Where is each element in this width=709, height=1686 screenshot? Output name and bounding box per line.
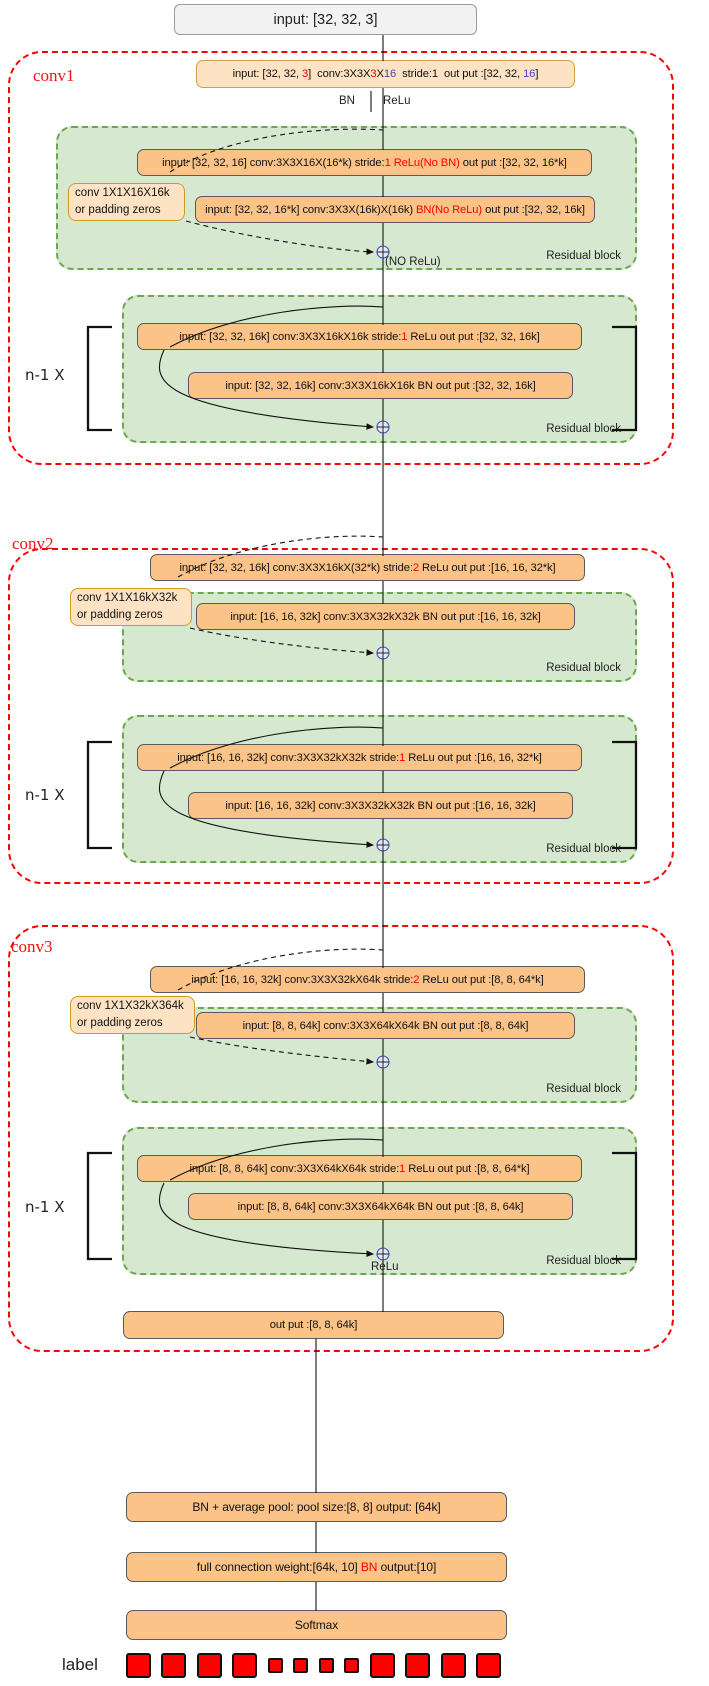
conv3-output-box: out put :[8, 8, 64k] bbox=[123, 1311, 504, 1339]
label-square bbox=[344, 1657, 360, 1673]
network-input-box: input: [32, 32, 3] bbox=[174, 4, 477, 35]
label-square bbox=[440, 1652, 466, 1678]
conv3-region-label: conv3 bbox=[11, 937, 53, 956]
conv1-block1-conv-layer-2: input: [32, 32, 16*k] conv:3X3X(16k)X(16… bbox=[195, 196, 595, 223]
conv3-block1-conv-layer-1: input: [16, 16, 32k] conv:3X3X32kX64k st… bbox=[150, 966, 585, 993]
network-input-label: input: [32, 32, 3] bbox=[273, 11, 378, 28]
bn-average-pool-box: BN + average pool: pool size:[8, 8] outp… bbox=[126, 1492, 507, 1522]
conv2-block1-conv-layer-2: input: [16, 16, 32k] conv:3X3X32kX32k BN… bbox=[196, 603, 575, 630]
conv1-bn-label: BN bbox=[339, 95, 355, 107]
label-square bbox=[405, 1652, 431, 1678]
conv1-region-label: conv1 bbox=[33, 66, 75, 85]
label-row-title: label bbox=[62, 1655, 98, 1674]
conv2-block2-repeat-label: n-1 X bbox=[25, 786, 65, 804]
label-square bbox=[475, 1652, 501, 1678]
label-square bbox=[369, 1652, 395, 1678]
label-square bbox=[293, 1657, 309, 1673]
residual-block-title: Residual block bbox=[546, 1083, 621, 1095]
label-square bbox=[196, 1652, 222, 1678]
label-square bbox=[161, 1652, 187, 1678]
label-square bbox=[267, 1657, 283, 1673]
residual-block-title: Residual block bbox=[546, 423, 621, 435]
residual-block-title: Residual block bbox=[546, 662, 621, 674]
conv1-block1-sum-note: (NO ReLu) bbox=[385, 256, 441, 268]
conv1-head-box: input: [32, 32, 3] conv:3X3X3X16 stride:… bbox=[196, 60, 575, 88]
conv3-shortcut-projection-note: conv 1X1X32kX364k or padding zeros bbox=[70, 996, 195, 1034]
label-square bbox=[232, 1652, 258, 1678]
conv1-block1-conv-layer-1: input: [32, 32, 16] conv:3X3X16X(16*k) s… bbox=[137, 149, 592, 176]
residual-block-title: Residual block bbox=[546, 843, 621, 855]
label-squares-row bbox=[126, 1652, 501, 1678]
label-square bbox=[318, 1657, 334, 1673]
conv1-block2-repeat-label: n-1 X bbox=[25, 366, 65, 384]
fully-connected-box: full connection weight:[64k, 10] BN outp… bbox=[126, 1552, 507, 1582]
conv3-block1-conv-layer-2: input: [8, 8, 64k] conv:3X3X64kX64k BN o… bbox=[196, 1012, 575, 1039]
conv2-residual-block-2: Residual block bbox=[122, 715, 637, 863]
residual-block-title: Residual block bbox=[546, 1255, 621, 1267]
conv2-region-label: conv2 bbox=[12, 534, 54, 553]
conv1-block2-conv-layer-1: input: [32, 32, 16k] conv:3X3X16kX16k st… bbox=[137, 323, 582, 350]
conv1-region bbox=[8, 51, 674, 465]
conv2-block2-conv-layer-2: input: [16, 16, 32k] conv:3X3X32kX32k BN… bbox=[188, 792, 573, 819]
residual-block-title: Residual block bbox=[546, 250, 621, 262]
conv2-shortcut-projection-note: conv 1X1X16kX32k or padding zeros bbox=[70, 588, 192, 626]
conv3-region bbox=[8, 925, 674, 1352]
conv3-block2-conv-layer-1: input: [8, 8, 64k] conv:3X3X64kX64k stri… bbox=[137, 1155, 582, 1182]
conv3-block2-sum-note: ReLu bbox=[371, 1261, 399, 1273]
conv1-relu-label: ReLu bbox=[383, 95, 411, 107]
label-square bbox=[126, 1652, 151, 1678]
conv1-shortcut-projection-note: conv 1X1X16X16k or padding zeros bbox=[68, 183, 185, 221]
conv1-residual-block-2: Residual block bbox=[122, 295, 637, 443]
conv2-block2-conv-layer-1: input: [16, 16, 32k] conv:3X3X32kX32k st… bbox=[137, 744, 582, 771]
conv3-block2-conv-layer-2: input: [8, 8, 64k] conv:3X3X64kX64k BN o… bbox=[188, 1193, 573, 1220]
conv2-block1-conv-layer-1: input: [32, 32, 16k] conv:3X3X16kX(32*k)… bbox=[150, 554, 585, 581]
conv3-block2-repeat-label: n-1 X bbox=[25, 1198, 65, 1216]
conv1-block2-conv-layer-2: input: [32, 32, 16k] conv:3X3X16kX16k BN… bbox=[188, 372, 573, 399]
softmax-box: Softmax bbox=[126, 1610, 507, 1640]
